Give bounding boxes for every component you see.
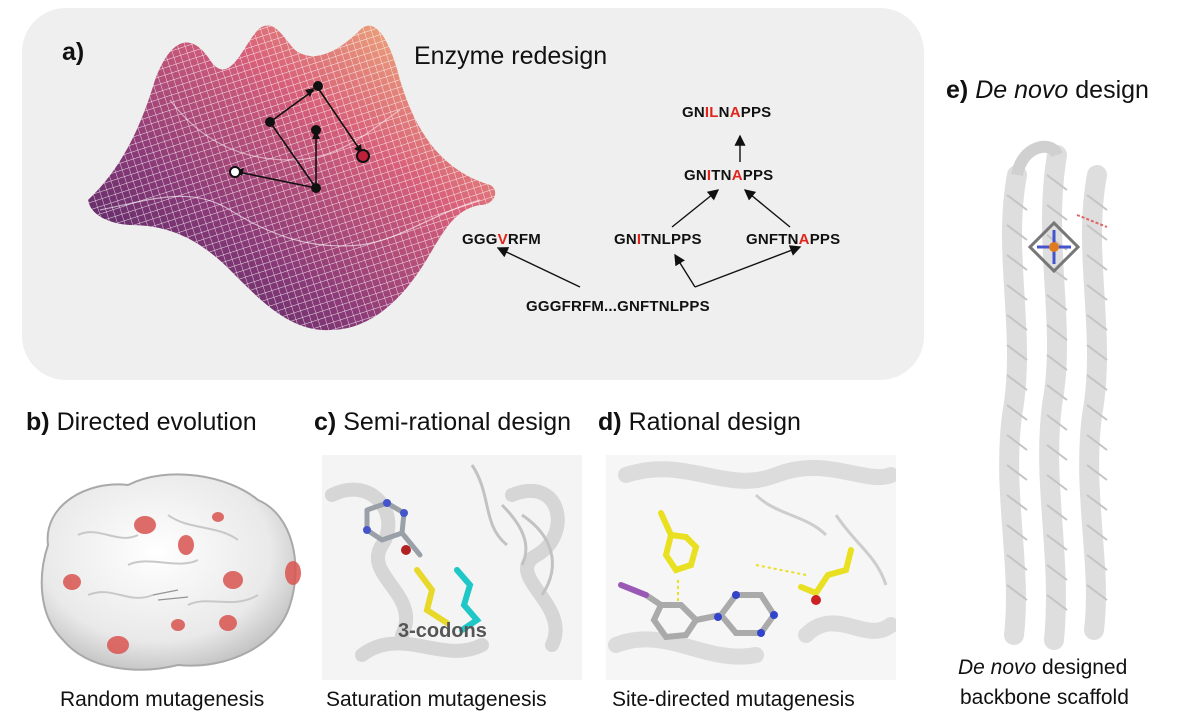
codon-annotation: 3-codons [398, 620, 487, 642]
de-novo-helix-bundle-image [999, 140, 1108, 650]
landscape-point [311, 125, 321, 135]
panel-b-title: b) Directed evolution [26, 408, 257, 436]
protein-surface-image [40, 473, 301, 671]
panel-d-caption: Site-directed mutagenesis [612, 688, 855, 711]
sequence-mid-right: GNFTNAPPS [746, 231, 841, 248]
sequence-left-branch: GGGVRFM [462, 231, 541, 248]
landscape-point [313, 81, 323, 91]
panel-b-caption: Random mutagenesis [60, 688, 265, 711]
panel-e-caption-line1: De novo designed [958, 656, 1128, 679]
semi-rational-structure-image [322, 455, 582, 680]
panel-a-title: Enzyme redesign [414, 42, 608, 70]
panel-e-caption-line2: backbone scaffold [960, 686, 1129, 709]
search-arrows [237, 87, 361, 189]
rational-structure-image [606, 455, 896, 680]
landscape-point [265, 117, 275, 127]
landscape-point [311, 183, 321, 193]
sequence-root: GGGFRFM...GNFTNLPPS [526, 298, 710, 315]
panel-a-label: a) [62, 38, 85, 66]
panel-c-title: c) Semi-rational design [314, 408, 572, 436]
start-point [229, 166, 241, 178]
panel-c-caption: Saturation mutagenesis [326, 688, 547, 711]
sequence-top: GNILNAPPS [682, 104, 772, 121]
fitness-landscape [88, 25, 496, 331]
mutation-tree [496, 134, 802, 288]
panel-e-title: e) De novo design [946, 76, 1149, 104]
optimum-point [356, 149, 370, 163]
sequence-upper: GNITNAPPS [684, 167, 774, 184]
heme-iron [1049, 242, 1059, 252]
panel-d-title: d) Rational design [598, 408, 801, 436]
sequence-mid-left: GNITNLPPS [614, 231, 702, 248]
